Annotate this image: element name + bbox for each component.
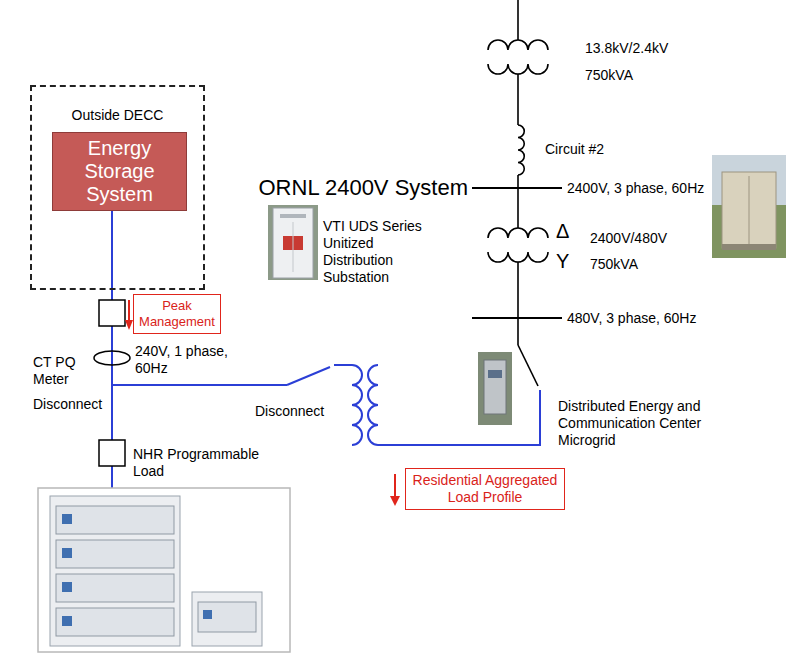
node-text: Energy Storage System (79, 137, 160, 206)
node-text: Residential Aggregated Load Profile (410, 472, 560, 506)
annotation-label: 480V, 3 phase, 60Hz (567, 310, 696, 327)
load-module (56, 540, 174, 568)
transformer-winding (488, 228, 548, 238)
photo-background (268, 205, 318, 280)
annotation-label: NHR Programmable Load (133, 446, 263, 480)
current-transformer (94, 351, 130, 365)
panel (484, 360, 506, 414)
feeder-wire (517, 175, 519, 228)
inductor-symbol (518, 125, 524, 175)
transformer-winding (368, 365, 378, 445)
switch-blade (287, 367, 330, 385)
meter-box (99, 440, 125, 466)
arrow-shaft (128, 300, 130, 322)
cabinet-door (293, 222, 294, 272)
annotation-label: Disconnect (255, 403, 324, 420)
cabinet-door (749, 176, 750, 244)
wire (112, 384, 287, 386)
bus-bar (472, 317, 562, 319)
node-text: Outside DECC (32, 107, 203, 124)
feeder-wire (517, 74, 519, 125)
switch-blade (518, 345, 538, 386)
annotation-label: Circuit #2 (545, 141, 604, 158)
module-display (203, 610, 212, 619)
module-display (62, 548, 72, 558)
substation-photo (268, 205, 318, 280)
transformer-winding (488, 40, 548, 50)
microgrid-wiring (112, 190, 540, 488)
meter-box (99, 300, 125, 326)
wire (378, 390, 540, 445)
photo-sky (712, 155, 786, 258)
annotation-label: 750kVA (590, 256, 638, 273)
callout-box: Peak Management (133, 294, 221, 334)
callout-box: Residential Aggregated Load Profile (405, 468, 565, 510)
annotation-label: Δ (556, 220, 569, 242)
photo-background (478, 352, 512, 425)
panel-photo (478, 352, 512, 425)
load-bank-photo (38, 488, 290, 652)
node-text: Peak Management (138, 298, 216, 330)
load-unit (192, 592, 262, 646)
feeder-wire (517, 262, 519, 345)
wire (334, 364, 352, 366)
panel-window (488, 370, 502, 378)
annotation-label: 2400V/480V (590, 230, 667, 247)
annotation-label: 13.8kV/2.4kV (585, 40, 668, 57)
annotation-label: Y (556, 250, 569, 272)
load-module (56, 574, 174, 602)
load-module (198, 602, 256, 632)
module-display (62, 582, 72, 592)
annotation-label: CT PQ Meter (33, 354, 91, 388)
load-cabinet (50, 496, 180, 646)
cabinet (722, 172, 776, 248)
arrow-head (390, 496, 400, 506)
storage-box: Energy Storage System (52, 132, 187, 211)
annotation-label: 750kVA (585, 67, 633, 84)
annotation-label: 240V, 1 phase, 60Hz (135, 343, 230, 377)
bus-bar (472, 187, 562, 189)
utility-wiring (472, 0, 562, 386)
region-box: Outside DECC Energy Storage System (30, 85, 205, 290)
annotation-label: 2400V, 3 phase, 60Hz (567, 180, 704, 197)
transformer-winding (488, 64, 548, 74)
red-arrow (390, 474, 400, 506)
arrow-shaft (394, 474, 396, 498)
load-module (56, 506, 174, 534)
cabinet-photo (712, 155, 786, 258)
annotation-label: VTI UDS Series Unitized Distribution Sub… (323, 218, 435, 286)
load-module (56, 608, 174, 636)
module-display (62, 616, 72, 626)
annotation-label: Disconnect (33, 396, 102, 413)
annotation-label: ORNL 2400V System (190, 175, 468, 201)
red-arrow (125, 300, 133, 330)
transformer-winding (352, 365, 362, 445)
feeder-wire (517, 0, 519, 40)
annotation-label: Distributed Energy and Communication Cen… (558, 398, 733, 449)
photo-frame (38, 488, 290, 652)
transformer-winding (488, 252, 548, 262)
arrow-head (125, 320, 133, 330)
cabinet-base (722, 244, 776, 250)
vent (280, 214, 306, 218)
module-display (62, 514, 72, 524)
cabinet (273, 208, 313, 278)
